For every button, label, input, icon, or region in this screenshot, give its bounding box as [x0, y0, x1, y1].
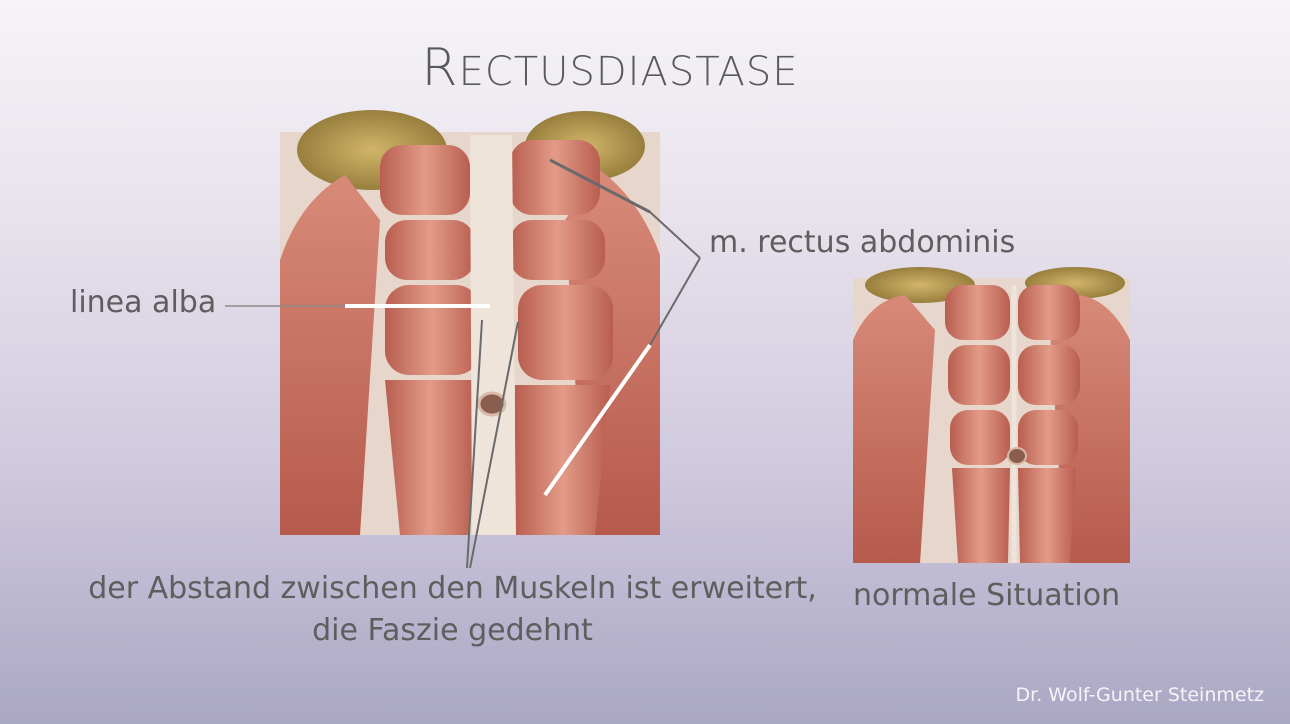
widened-linea-alba: [470, 135, 516, 535]
normal-navel: [1008, 448, 1026, 464]
normal-rectus-segment: [948, 345, 1010, 405]
normal-rectus-segment: [950, 410, 1010, 465]
left-rectus-segment: [385, 380, 475, 535]
normal-rectus-segment: [1018, 410, 1078, 465]
right-rectus-segment: [518, 285, 613, 380]
left-rectus-segment: [380, 145, 470, 215]
left-rectus-segment: [385, 285, 480, 375]
linea-alba-label: linea alba: [70, 285, 216, 320]
normal-rectus-segment: [1018, 468, 1076, 563]
diastasis-figure: [280, 110, 660, 535]
caption-line-1: der Abstand zwischen den Muskeln ist erw…: [80, 568, 825, 610]
normal-situation-label: normale Situation: [853, 578, 1120, 613]
normal-rectus-segment: [1018, 345, 1080, 405]
normal-rectus-segment: [1018, 285, 1080, 340]
right-rectus-segment: [510, 220, 605, 280]
rectus-abdominis-label: m. rectus abdominis: [709, 225, 1015, 260]
caption-line-2: die Faszie gedehnt: [80, 610, 825, 652]
diastasis-caption: der Abstand zwischen den Muskeln ist erw…: [80, 568, 825, 652]
author-credit: Dr. Wolf-Gunter Steinmetz: [1016, 684, 1265, 706]
normal-rectus-segment: [952, 468, 1010, 563]
normal-rectus-segment: [945, 285, 1010, 340]
left-rectus-segment: [385, 220, 475, 280]
normal-figure: [853, 267, 1130, 563]
right-rectus-segment: [515, 385, 610, 535]
